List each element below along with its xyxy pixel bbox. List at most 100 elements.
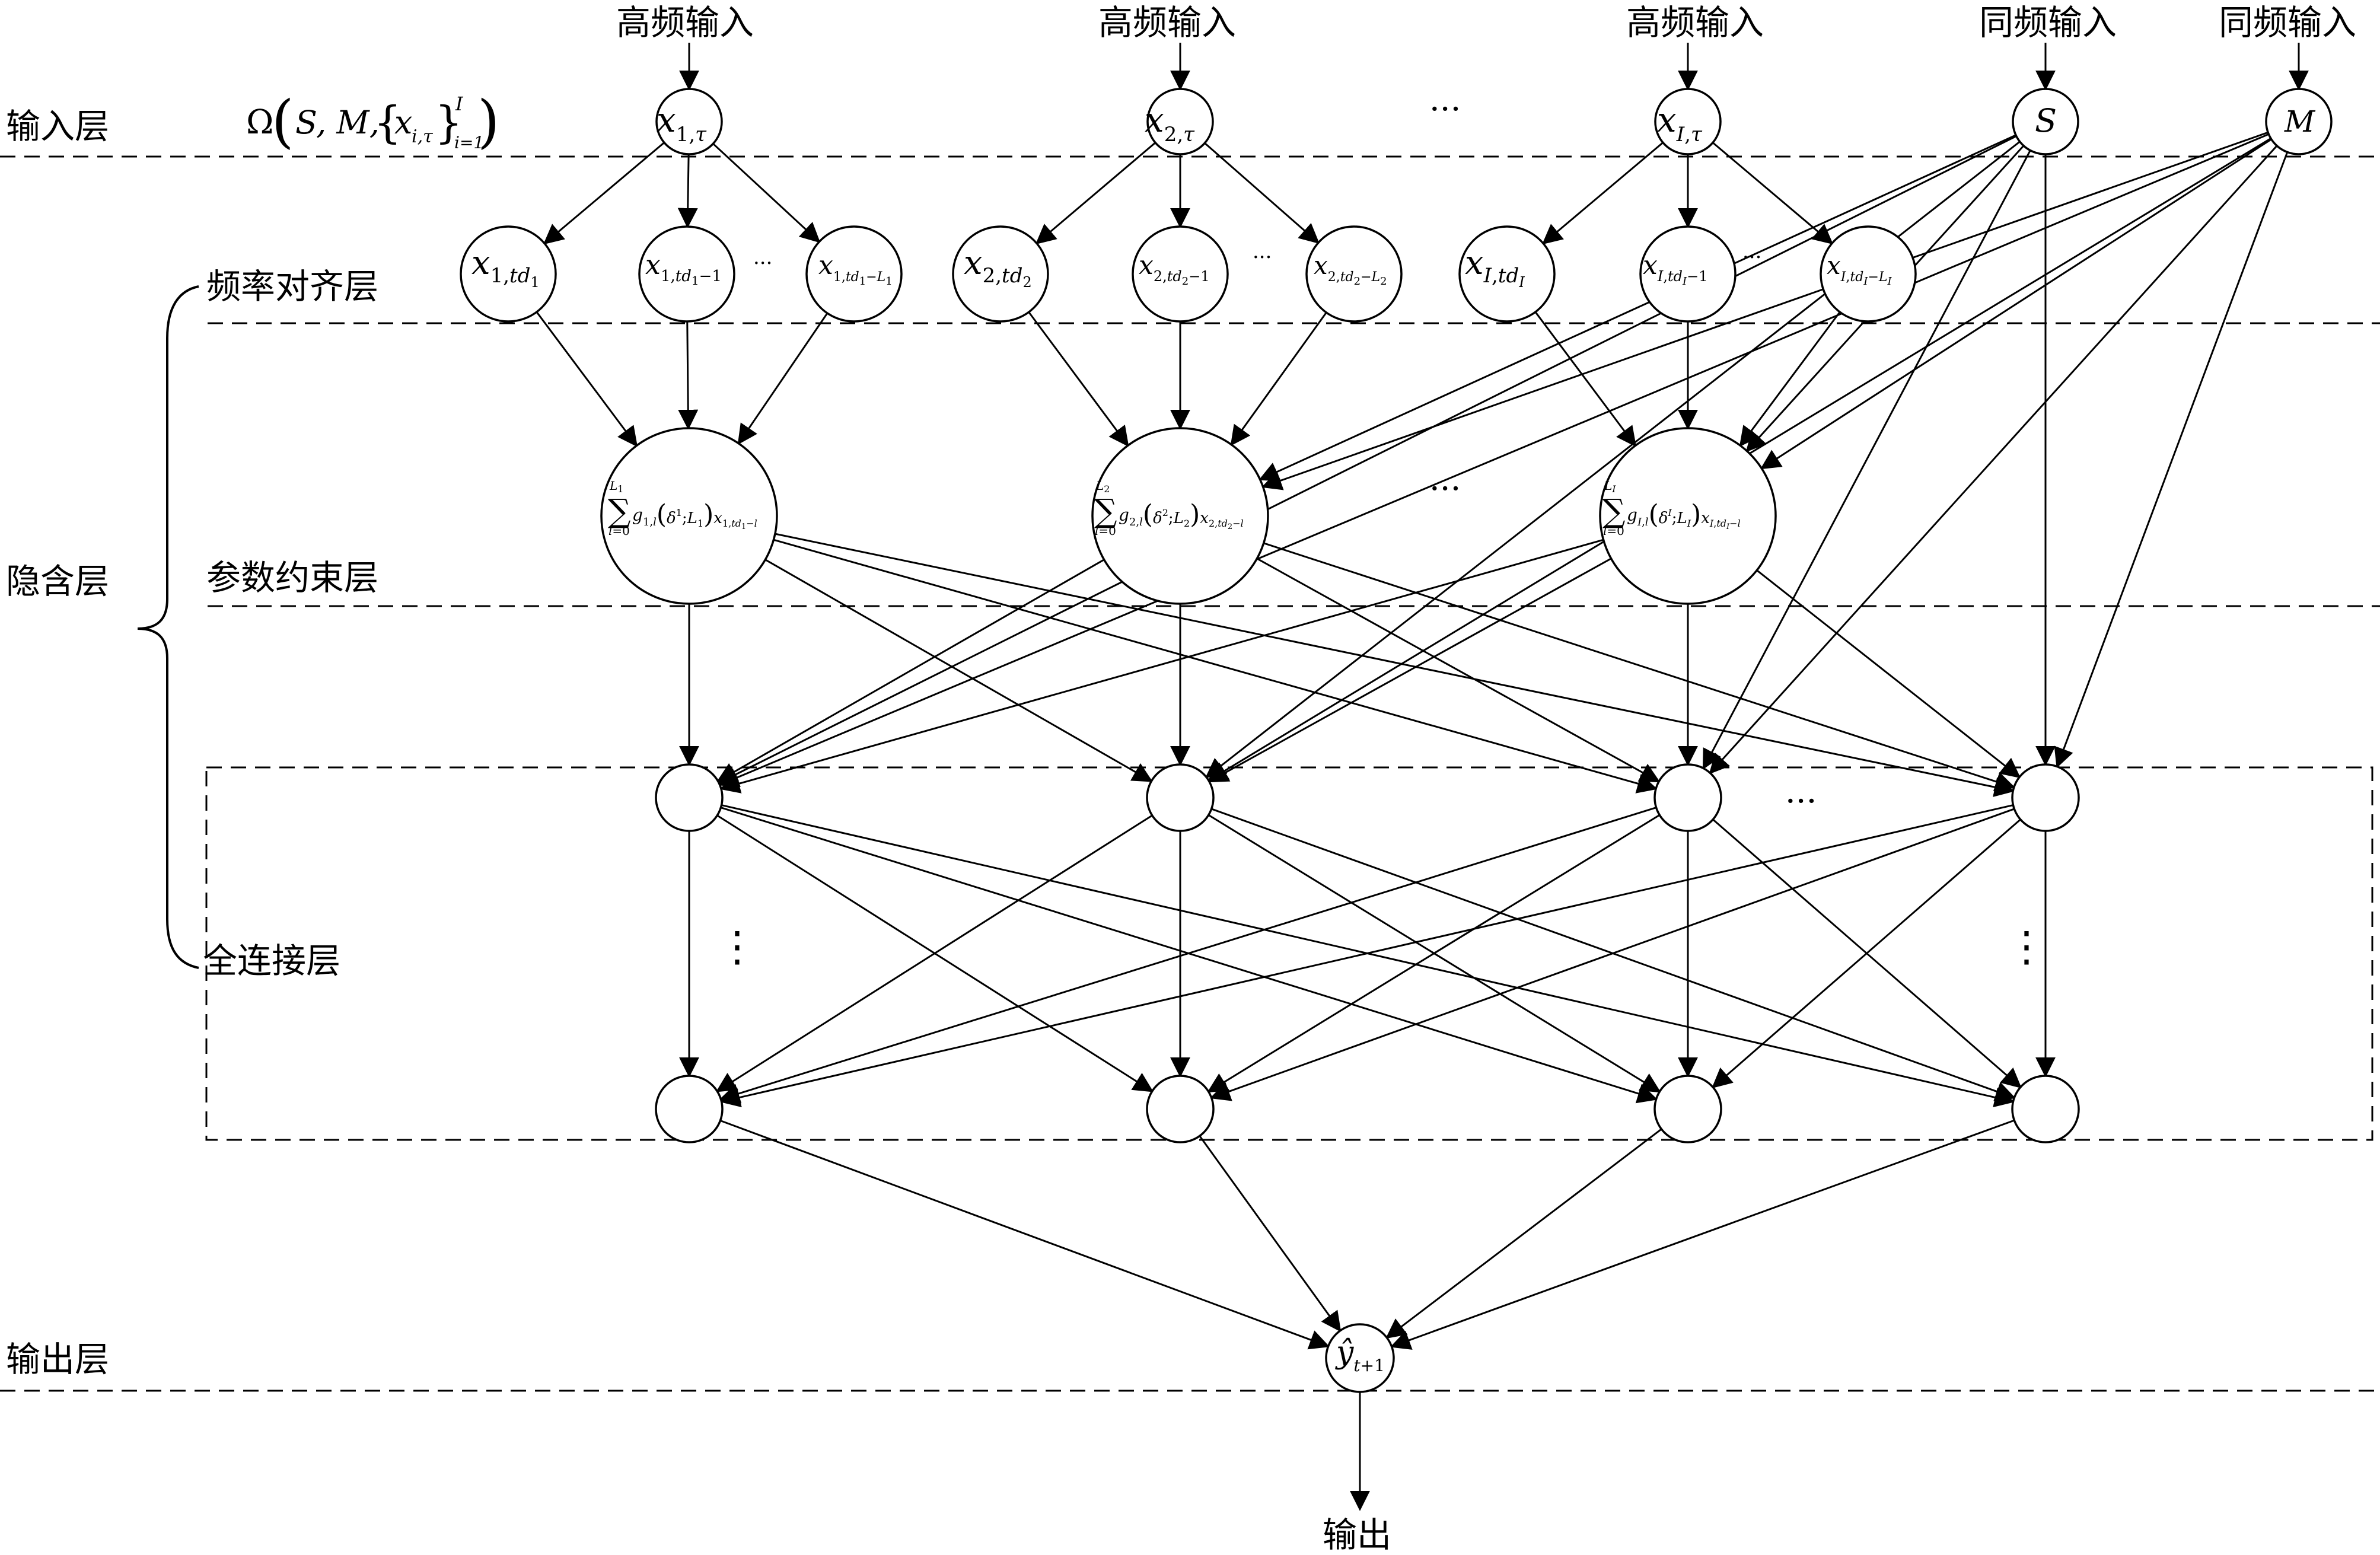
node-o1 [655, 1075, 724, 1143]
edge-h4-o3 [1712, 818, 2021, 1089]
edge-o1-y [719, 1120, 1330, 1350]
node-f11 [460, 225, 557, 323]
svg-text:∑: ∑ [1094, 492, 1117, 530]
node-x2tau [1146, 88, 1214, 155]
svg-text:l=0: l=0 [608, 524, 630, 538]
omega-sup: I [455, 93, 464, 115]
node-f33 [1820, 225, 1917, 323]
hidden-layer-brace [137, 285, 199, 969]
omega-left-paren: ( [272, 88, 294, 155]
edge-x1tau-f13 [712, 143, 821, 243]
layer-labels: 输入层 频率对齐层 隐含层 参数约束层 全连接层 输出层 [6, 106, 378, 1379]
node-o2 [1146, 1075, 1215, 1143]
edge-h2-o1 [715, 814, 1153, 1092]
ellipsis-freq-3: ··· [1742, 246, 1761, 269]
edge-o2-y [1199, 1135, 1342, 1333]
edge-p2-h4 [1263, 542, 2016, 792]
label-high-freq-input-3: 高频输入 [1626, 2, 1764, 43]
edge-S-h1 [717, 135, 2017, 784]
node-x1tau [655, 88, 723, 155]
node-xItau [1654, 88, 1722, 155]
ellipsis-param-layer: ··· [1429, 470, 1461, 508]
label-high-freq-input-2: 高频输入 [1098, 2, 1236, 43]
edge-x1tau-f11 [543, 142, 665, 245]
node-f22 [1132, 225, 1229, 323]
edge-p2-h1 [716, 559, 1105, 782]
ellipsis-fc-layer: ··· [1785, 782, 1817, 821]
label-same-freq-input-1: 同频输入 [1979, 2, 2117, 43]
edge-f31-p3 [1534, 311, 1637, 447]
edge-M-p3 [1760, 138, 2272, 470]
edge-p1-h4 [775, 533, 2015, 797]
node-label-S: S [2035, 102, 2057, 139]
node-f21 [952, 225, 1049, 323]
svg-text:l=0: l=0 [1095, 524, 1116, 538]
edge-x1tau-f12 [677, 154, 698, 228]
label-freq-align-layer: 频率对齐层 [206, 266, 378, 307]
label-output: 输出 [1323, 1515, 1391, 1555]
top-input-labels: 高频输入 高频输入 高频输入 同频输入 同频输入 [616, 2, 2356, 43]
label-hidden-layer: 隐含层 [6, 561, 109, 601]
edge-p1-h3 [773, 538, 1658, 794]
node-p3 [1599, 427, 1777, 605]
node-p2 [1091, 427, 1269, 605]
omega-x: x [394, 104, 412, 141]
node-f12 [638, 225, 735, 323]
edge-h4-o2 [1210, 808, 2015, 1101]
node-p1 [600, 427, 778, 605]
layer-separators [0, 155, 2380, 1392]
edge-o4-y [1390, 1119, 2015, 1350]
ellipsis-freq-1: ··· [753, 251, 772, 275]
edge-p3-h4 [1756, 569, 2021, 779]
node-h4 [2011, 763, 2080, 832]
node-M [2265, 88, 2333, 155]
edge-M-h3 [1709, 145, 2278, 775]
edge-h3-o2 [1207, 814, 1661, 1093]
node-h2 [1146, 763, 1215, 832]
node-label-M: M [2284, 104, 2316, 139]
omega-right-paren: ) [477, 88, 499, 155]
label-fully-connected-layer: 全连接层 [203, 941, 340, 981]
edge-xItau-f31 [1542, 142, 1664, 245]
edge-f13-p1 [737, 313, 829, 445]
ellipses: ··· ··· ··· ··· ··· ··· ⋮ ⋮ [716, 90, 2047, 971]
edge-M-h4 [2054, 151, 2289, 769]
fully-connected-box [205, 766, 2373, 1141]
ellipsis-fc-vertical-right: ⋮ [2006, 922, 2047, 971]
ellipsis-fc-vertical-left: ⋮ [716, 922, 758, 971]
omega-args: S, M, [295, 104, 380, 141]
ellipsis-freq-2: ··· [1253, 246, 1272, 269]
edge-f11-p1 [536, 311, 638, 447]
edge-f12-p1 [678, 321, 699, 430]
node-f23 [1305, 225, 1403, 323]
ellipsis-input-layer: ··· [1429, 90, 1461, 129]
node-h3 [1653, 763, 1722, 832]
node-f31 [1458, 225, 1556, 323]
node-o3 [1653, 1075, 1722, 1143]
omega-sub: i=1 [454, 133, 484, 152]
svg-text:∑: ∑ [1602, 492, 1626, 530]
edge-o3-y [1385, 1128, 1662, 1339]
node-h1 [655, 763, 724, 832]
edge-S-p2 [1258, 134, 2016, 482]
edge-S-h3 [1702, 149, 2031, 770]
node-f13 [805, 225, 903, 323]
edge-xItau-f33 [1712, 142, 1834, 245]
node-f32 [1639, 225, 1737, 323]
omega-right-brace: } [435, 97, 463, 148]
edge-x2tau-f21 [1035, 142, 1156, 245]
edge-M-h1 [718, 133, 2269, 787]
edge-f21-p2 [1028, 311, 1129, 447]
label-same-freq-input-2: 同频输入 [2219, 2, 2356, 43]
label-param-constraint-layer: 参数约束层 [206, 557, 378, 598]
edge-f23-p2 [1230, 312, 1327, 447]
svg-text:l=0: l=0 [1603, 524, 1624, 538]
edge-x2tau-f23 [1204, 142, 1320, 244]
edge-p1-h2 [764, 559, 1153, 782]
label-output-layer: 输出层 [6, 1339, 109, 1379]
node-o4 [2011, 1075, 2080, 1143]
svg-text:∑: ∑ [608, 492, 631, 530]
label-input-layer: 输入层 [6, 106, 109, 146]
node-S [2012, 88, 2079, 155]
